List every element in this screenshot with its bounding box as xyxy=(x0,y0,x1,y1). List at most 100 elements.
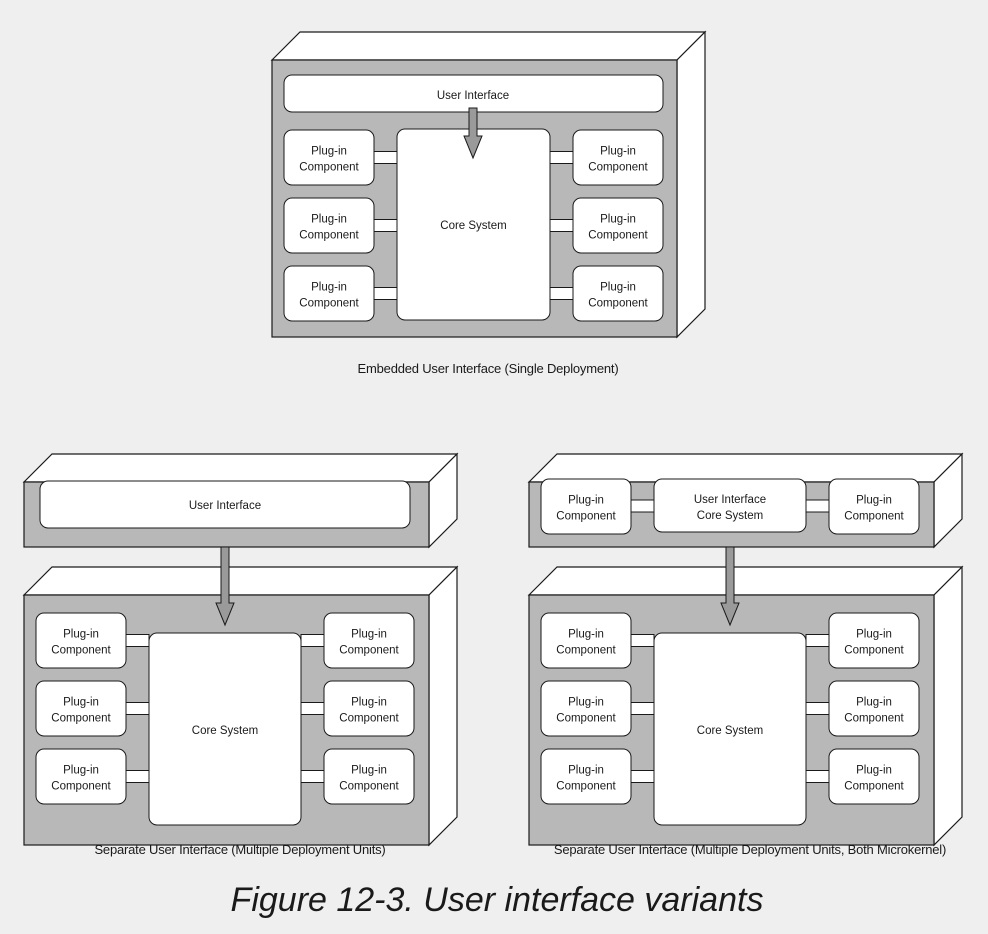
left-deployment-slab-top-face xyxy=(22,566,459,596)
top-connector-right-3 xyxy=(549,287,574,300)
top-plugin-left-2-label-line2: Component xyxy=(299,230,359,242)
top-plugin-left-3-label-line1: Plug-in xyxy=(311,282,347,294)
left-connector-left-2 xyxy=(125,702,150,715)
right-caption: Separate User Interface (Multiple Deploy… xyxy=(554,842,946,857)
left-plugin-left-2-label-line1: Plug-in xyxy=(63,697,99,709)
top-deployment-slab-side-face xyxy=(676,30,706,339)
right-ui-plugin-right-label-line2: Component xyxy=(844,511,904,523)
top-plugin-right-2 xyxy=(572,197,664,254)
top-ui-arrow xyxy=(463,107,483,160)
top-plugin-right-3-label-line2: Component xyxy=(588,298,648,310)
right-plugin-left-2-label-line1: Plug-in xyxy=(568,697,604,709)
right-ui-core-system-label-line1: User Interface xyxy=(694,494,766,506)
top-user-interface-label: User Interface xyxy=(437,90,509,102)
left-plugin-left-1-label-line1: Plug-in xyxy=(63,629,99,641)
right-core-system xyxy=(653,632,807,826)
right-plugin-right-1-label-line2: Component xyxy=(844,645,904,657)
right-plugin-right-3 xyxy=(828,748,920,805)
right-plugin-left-3 xyxy=(540,748,632,805)
right-plugin-right-1 xyxy=(828,612,920,669)
right-plugin-right-3-label-line1: Plug-in xyxy=(856,765,892,777)
top-plugin-left-3-label-line2: Component xyxy=(299,298,359,310)
left-ui-arrow xyxy=(215,546,235,627)
left-caption: Separate User Interface (Multiple Deploy… xyxy=(94,842,385,857)
right-connector-right-1 xyxy=(805,634,830,647)
right-ui-plugin-left xyxy=(540,478,632,535)
right-ui-core-system-label-line2: Core System xyxy=(697,510,763,522)
top-plugin-right-1 xyxy=(572,129,664,186)
top-connector-left-1 xyxy=(373,151,398,164)
left-connector-left-1 xyxy=(125,634,150,647)
right-plugin-left-3-label-line2: Component xyxy=(556,781,616,793)
top-connector-left-3 xyxy=(373,287,398,300)
left-core-system-label: Core System xyxy=(192,725,258,737)
right-connector-right-2 xyxy=(805,702,830,715)
right-plugin-left-2 xyxy=(540,680,632,737)
top-connector-left-2 xyxy=(373,219,398,232)
right-deployment-slab-top-face xyxy=(527,566,964,596)
left-connector-left-3 xyxy=(125,770,150,783)
top-plugin-right-2-label-line2: Component xyxy=(588,230,648,242)
left-user-interface-label: User Interface xyxy=(189,500,261,512)
top-plugin-right-3 xyxy=(572,265,664,322)
top-plugin-left-3 xyxy=(283,265,375,322)
top-connector-right-2 xyxy=(549,219,574,232)
right-ui-slab-top-face xyxy=(527,453,964,483)
left-plugin-right-3-label-line1: Plug-in xyxy=(351,765,387,777)
top-plugin-left-1-label-line1: Plug-in xyxy=(311,146,347,158)
top-plugin-left-2 xyxy=(283,197,375,254)
top-caption: Embedded User Interface (Single Deployme… xyxy=(358,361,619,376)
top-plugin-right-2-label-line1: Plug-in xyxy=(600,214,636,226)
top-core-system-label: Core System xyxy=(440,220,506,232)
left-connector-right-2 xyxy=(300,702,325,715)
right-plugin-left-1 xyxy=(540,612,632,669)
right-plugin-left-1-label-line2: Component xyxy=(556,645,616,657)
left-plugin-left-3-label-line2: Component xyxy=(51,781,111,793)
top-deployment-slab-top-face xyxy=(270,31,707,61)
right-plugin-right-1-label-line1: Plug-in xyxy=(856,629,892,641)
left-deployment-slab-side-face xyxy=(428,565,458,847)
right-plugin-right-2 xyxy=(828,680,920,737)
right-ui-core-system xyxy=(653,478,807,533)
left-plugin-left-3 xyxy=(35,748,127,805)
right-connector-left-3 xyxy=(630,770,655,783)
right-ui-connector-left xyxy=(630,499,655,513)
left-ui-slab-top-face xyxy=(22,453,459,483)
top-plugin-right-3-label-line1: Plug-in xyxy=(600,282,636,294)
left-connector-right-3 xyxy=(300,770,325,783)
left-plugin-left-3-label-line1: Plug-in xyxy=(63,765,99,777)
right-plugin-right-2-label-line1: Plug-in xyxy=(856,697,892,709)
top-plugin-left-1-label-line2: Component xyxy=(299,162,359,174)
right-deployment-slab-side-face xyxy=(933,565,963,847)
left-user-interface xyxy=(39,480,411,529)
left-plugin-right-1-label-line1: Plug-in xyxy=(351,629,387,641)
right-ui-plugin-left-label-line2: Component xyxy=(556,511,616,523)
right-connector-left-2 xyxy=(630,702,655,715)
right-connector-left-1 xyxy=(630,634,655,647)
left-plugin-right-2 xyxy=(323,680,415,737)
left-plugin-left-2-label-line2: Component xyxy=(51,713,111,725)
right-plugin-right-2-label-line2: Component xyxy=(844,713,904,725)
top-connector-right-1 xyxy=(549,151,574,164)
left-core-system xyxy=(148,632,302,826)
right-ui-plugin-right-label-line1: Plug-in xyxy=(856,495,892,507)
top-plugin-right-1-label-line1: Plug-in xyxy=(600,146,636,158)
left-plugin-left-1-label-line2: Component xyxy=(51,645,111,657)
left-plugin-right-1 xyxy=(323,612,415,669)
right-ui-plugin-right xyxy=(828,478,920,535)
top-plugin-left-1 xyxy=(283,129,375,186)
right-ui-arrow xyxy=(720,546,740,627)
left-plugin-right-3-label-line2: Component xyxy=(339,781,399,793)
top-plugin-right-1-label-line2: Component xyxy=(588,162,648,174)
right-plugin-left-2-label-line2: Component xyxy=(556,713,616,725)
left-plugin-right-3 xyxy=(323,748,415,805)
right-ui-plugin-left-label-line1: Plug-in xyxy=(568,495,604,507)
right-core-system-label: Core System xyxy=(697,725,763,737)
right-plugin-left-3-label-line1: Plug-in xyxy=(568,765,604,777)
left-plugin-right-1-label-line2: Component xyxy=(339,645,399,657)
top-plugin-left-2-label-line1: Plug-in xyxy=(311,214,347,226)
left-plugin-left-2 xyxy=(35,680,127,737)
left-connector-right-1 xyxy=(300,634,325,647)
left-plugin-left-1 xyxy=(35,612,127,669)
